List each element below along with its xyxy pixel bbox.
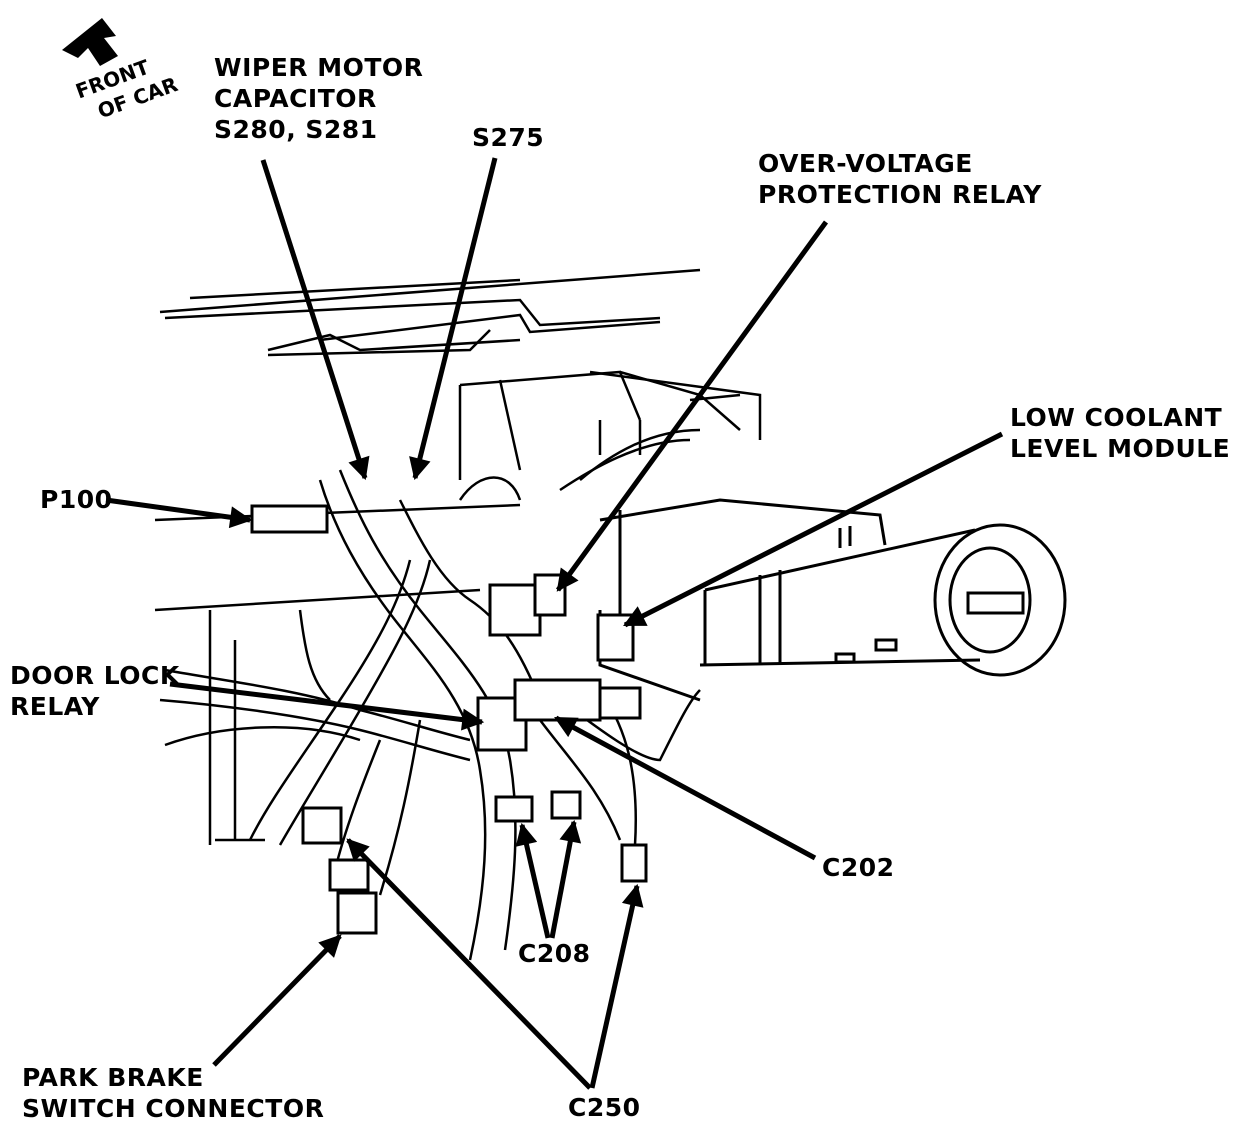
c208-label: C208: [518, 939, 591, 968]
p100-label: P100: [40, 485, 113, 514]
p100-arrow: [105, 497, 253, 529]
front-of-car-arrow: [62, 18, 118, 66]
dashboard-outline: [154, 268, 762, 845]
lcl-line2: LEVEL MODULE: [1010, 434, 1231, 463]
c208-arrow-a: [515, 822, 551, 939]
connector-over-voltage-relay: [488, 583, 542, 637]
s275-label: S275: [472, 123, 545, 152]
ovp-line1: OVER-VOLTAGE: [758, 149, 973, 178]
over-voltage-relay-label: OVER-VOLTAGE PROTECTION RELAY: [758, 148, 1042, 210]
ovp-line2: PROTECTION RELAY: [758, 180, 1042, 209]
park-brake-line2: SWITCH CONNECTOR: [22, 1094, 325, 1123]
door-lock-line1: DOOR LOCK: [10, 661, 180, 690]
connector-p100: [250, 504, 329, 534]
connector-c208-b: [550, 790, 582, 820]
c202-label: C202: [822, 853, 895, 882]
park-brake-line1: PARK BRAKE: [22, 1063, 204, 1092]
over-voltage-relay-arrow: [555, 220, 829, 592]
leader-arrows: [105, 157, 1004, 1090]
park-brake-arrow: [212, 934, 342, 1067]
wiper-motor-capacitor-label: WIPER MOTOR CAPACITOR S280, S281: [214, 52, 423, 145]
door-lock-line2: RELAY: [10, 692, 100, 721]
lcl-line1: LOW COOLANT: [1010, 403, 1223, 432]
c250-arrow-left: [346, 838, 592, 1090]
wiring-harness: [159, 420, 701, 961]
low-coolant-module-label: LOW COOLANT LEVEL MODULE: [1010, 402, 1230, 464]
connector-c208-a: [494, 795, 534, 823]
c250-arrow-right: [589, 883, 644, 1089]
low-coolant-arrow: [623, 431, 1004, 628]
connector-park-brake-switch: [336, 891, 378, 935]
door-lock-relay-arrow: [169, 681, 485, 731]
park-brake-switch-connector-label: PARK BRAKE SWITCH CONNECTOR: [22, 1062, 324, 1124]
connector-c250-right: [620, 843, 648, 883]
wiper-line2: CAPACITOR: [214, 84, 377, 113]
connector-c202: [513, 678, 602, 722]
connector-c250-left: [301, 806, 343, 845]
wiper-motor-arrow: [260, 159, 370, 481]
door-lock-relay-label: DOOR LOCK RELAY: [10, 660, 180, 722]
s275-arrow: [409, 157, 498, 481]
c202-arrow: [554, 715, 817, 861]
c250-label: C250: [568, 1093, 641, 1122]
c208-arrow-b: [549, 819, 582, 939]
wiper-line3: S280, S281: [214, 115, 378, 144]
wiper-line1: WIPER MOTOR: [214, 53, 424, 82]
